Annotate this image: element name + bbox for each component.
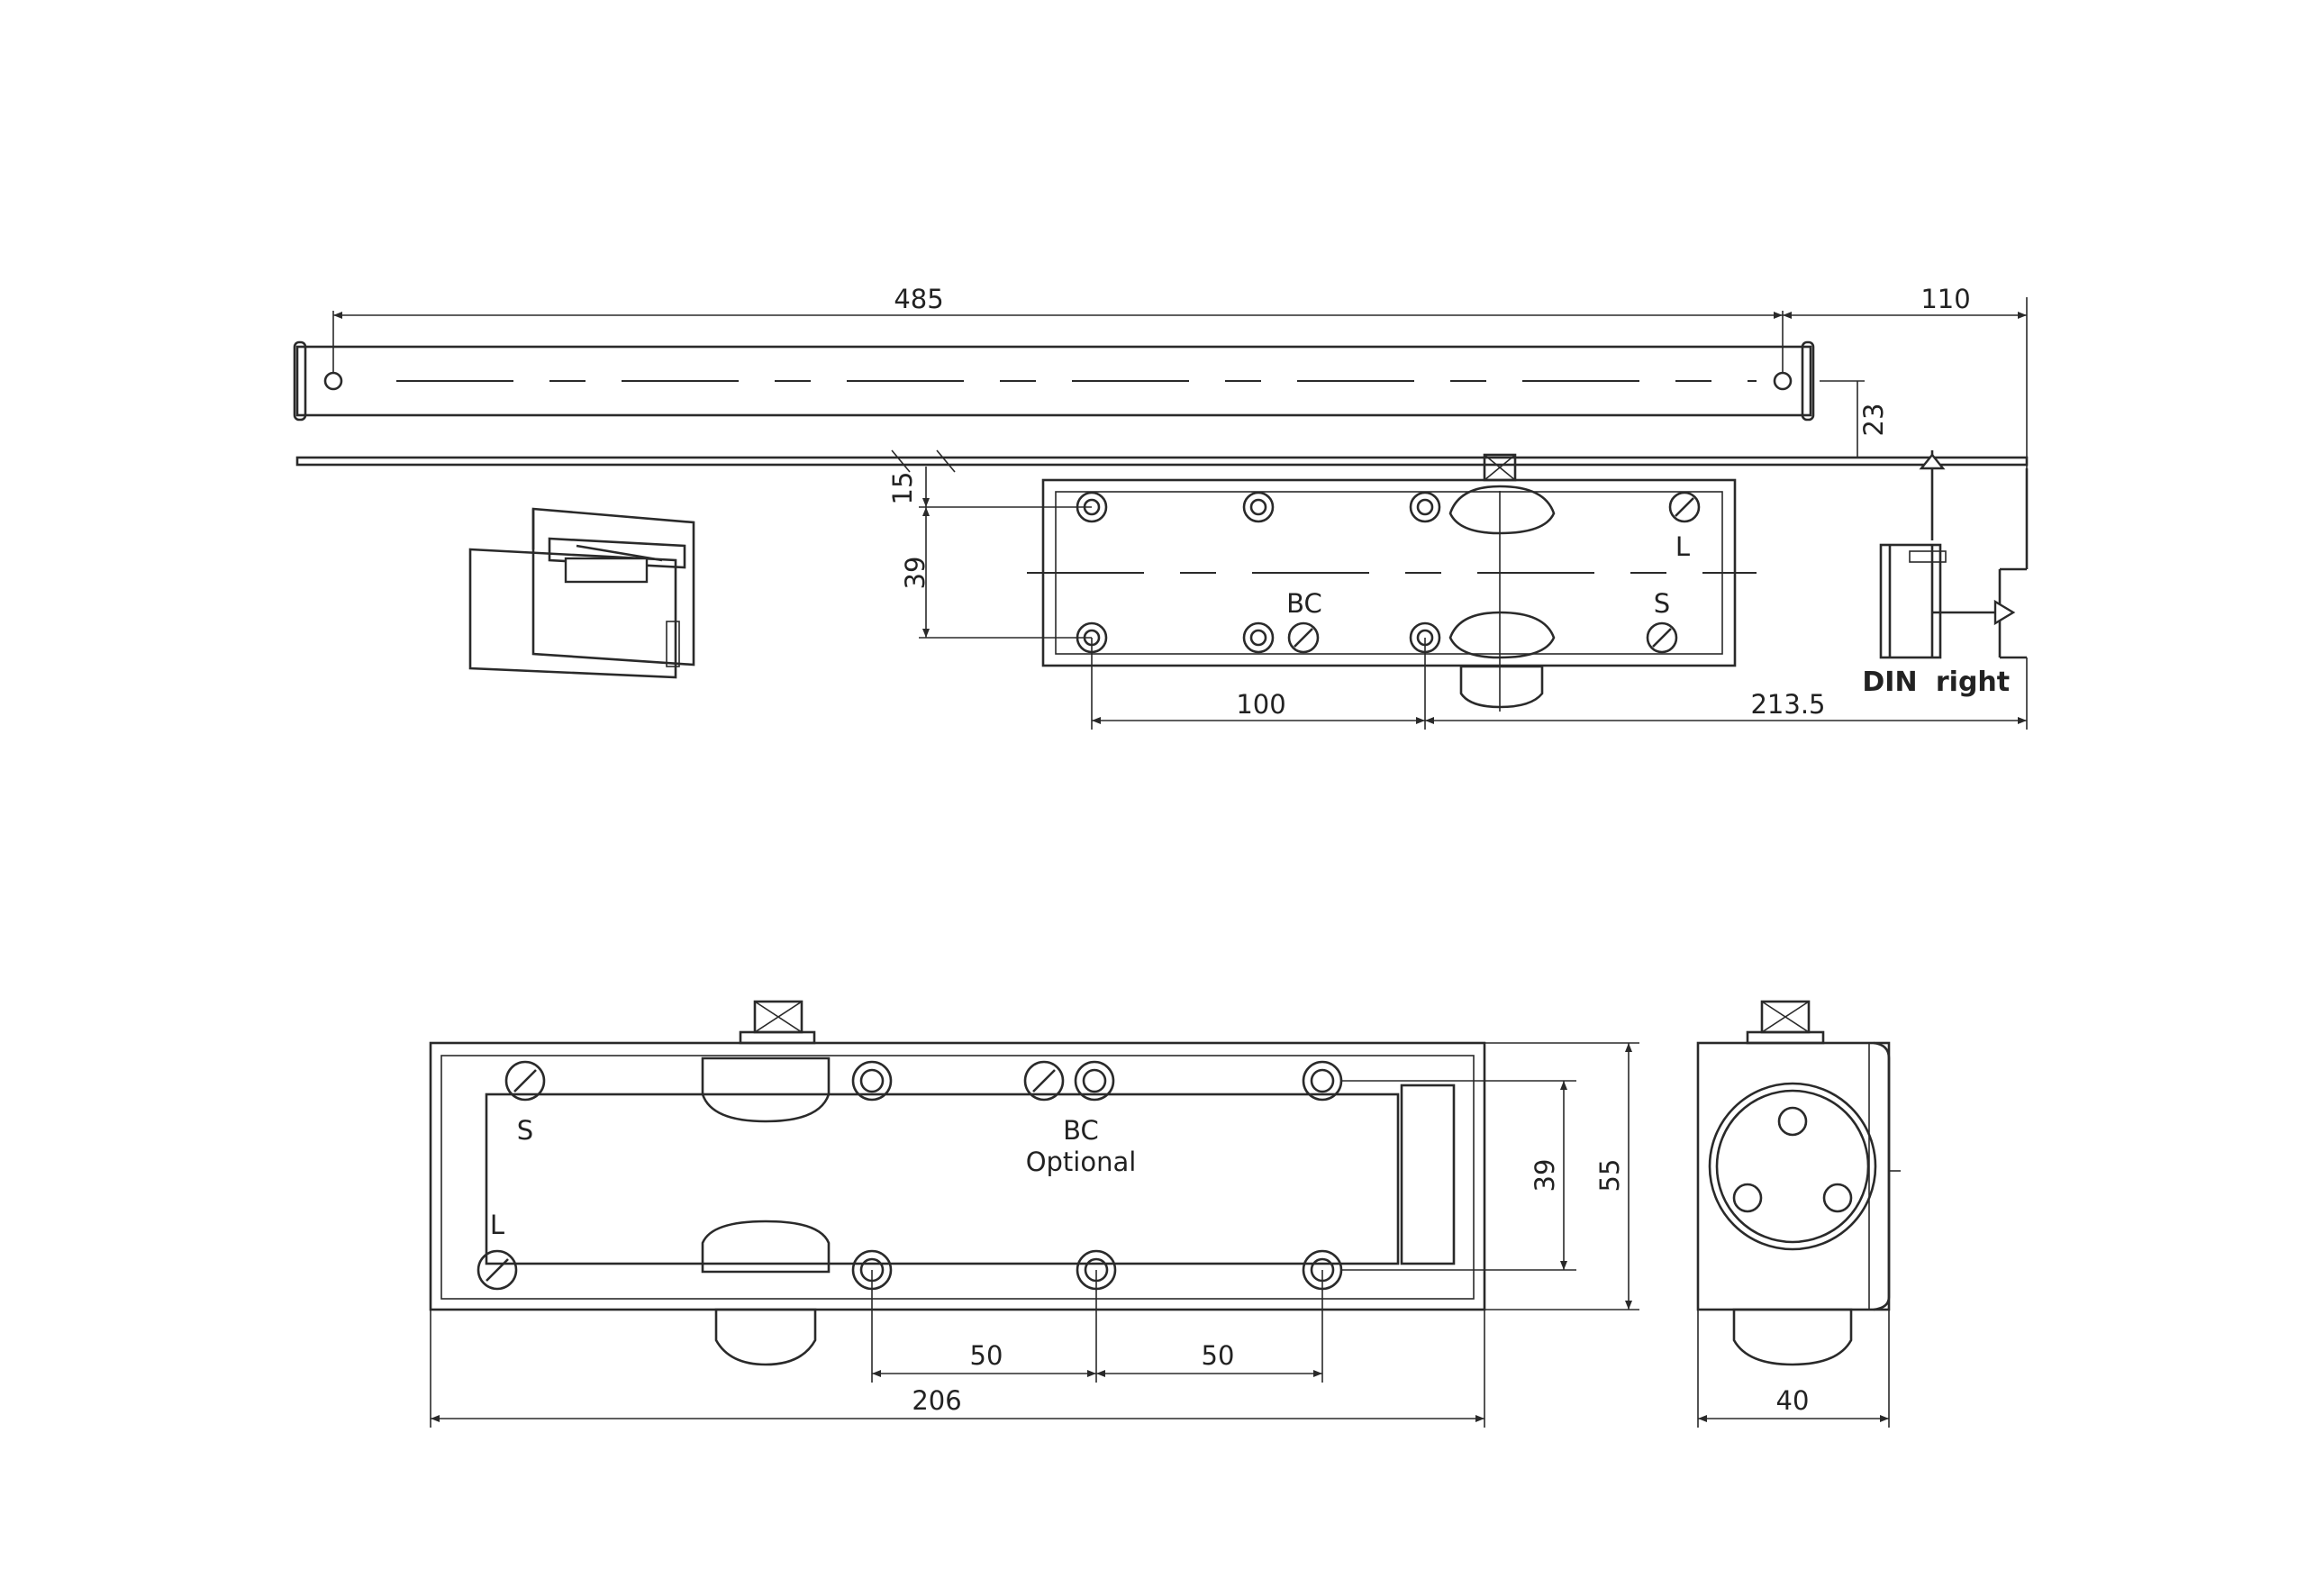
front-hole-row-bottom bbox=[477, 1249, 1343, 1291]
rail-hole-left bbox=[323, 371, 343, 391]
dim-rail-height: 23 bbox=[1858, 404, 1889, 437]
dim-rail-offset: 110 bbox=[1920, 284, 1970, 314]
rail-hole-right bbox=[1773, 371, 1793, 391]
closer-body-plan bbox=[1027, 453, 1757, 712]
din-label: DIN bbox=[1862, 667, 1917, 698]
dim-top-hole-offset: 15 bbox=[887, 472, 918, 505]
closer-body-side bbox=[1696, 1000, 1901, 1366]
slide-rail bbox=[293, 340, 1815, 422]
right-label: right bbox=[1936, 667, 2010, 698]
label-s-top: S bbox=[1654, 588, 1670, 619]
hole-row-bottom bbox=[1076, 621, 1678, 654]
dim-spacing-a: 50 bbox=[970, 1340, 1003, 1371]
bracket-sketch bbox=[468, 507, 695, 679]
dim-pivot-to-edge: 213.5 bbox=[1750, 689, 1825, 720]
side-view: 40 bbox=[1696, 1000, 1901, 1428]
end-cap-circle bbox=[1708, 1082, 1877, 1251]
closer-body-front bbox=[429, 1000, 1486, 1366]
front-view: S L BC Optional 50 50 206 39 55 bbox=[429, 1000, 1639, 1428]
label-s-front: S bbox=[517, 1115, 533, 1146]
dim-hole-spacing-horizontal: 100 bbox=[1236, 689, 1285, 720]
din-right-sketch: DIN right bbox=[1862, 450, 2016, 698]
side-dimensions: 40 bbox=[1697, 1310, 1890, 1428]
dim-hole-spacing-vertical-top: 39 bbox=[900, 557, 931, 590]
label-l-front: L bbox=[490, 1210, 504, 1240]
dim-spacing-b: 50 bbox=[1202, 1340, 1235, 1371]
hole-row-top bbox=[1076, 491, 1701, 523]
top-dimensions: 485 110 23 15 39 100 213.5 bbox=[332, 284, 2028, 730]
label-bc-top: BC bbox=[1286, 588, 1322, 619]
dim-rail-length: 485 bbox=[894, 284, 943, 314]
front-hole-row-top bbox=[504, 1060, 1343, 1102]
dim-side-width: 40 bbox=[1776, 1385, 1810, 1416]
front-dimensions: 50 50 206 39 55 bbox=[430, 1042, 1639, 1428]
label-l-top: L bbox=[1675, 531, 1690, 562]
dim-hole-spacing-vertical-front: 39 bbox=[1530, 1159, 1560, 1192]
label-optional-front: Optional bbox=[1026, 1147, 1137, 1177]
dim-overall-length: 206 bbox=[912, 1385, 961, 1416]
dim-overall-height: 55 bbox=[1594, 1159, 1625, 1192]
label-bc-front: BC bbox=[1063, 1115, 1099, 1146]
top-view: DIN right 485 110 23 15 39 100 bbox=[293, 284, 2029, 730]
